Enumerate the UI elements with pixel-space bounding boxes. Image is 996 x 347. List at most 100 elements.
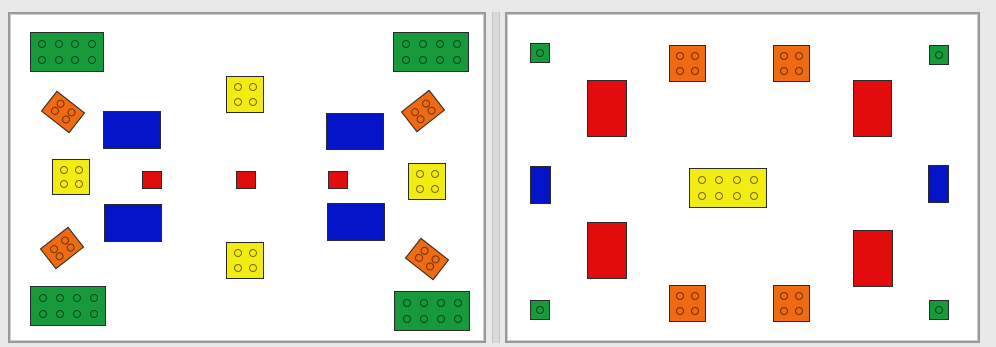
- brick-stud: [431, 185, 439, 193]
- brick-stud: [780, 307, 788, 315]
- yellow-brick: [52, 159, 90, 195]
- left-brick-panel: [8, 12, 486, 343]
- brick-stud: [234, 264, 242, 272]
- right-brick-panel: [505, 12, 980, 343]
- brick-stud: [750, 192, 758, 200]
- orange-brick: [405, 238, 449, 281]
- red-brick: [142, 171, 162, 189]
- orange-brick: [40, 227, 84, 270]
- brick-stud: [780, 52, 788, 60]
- red-brick: [236, 171, 256, 189]
- brick-stud: [73, 294, 81, 302]
- brick-stud: [73, 310, 81, 318]
- brick-stud: [38, 56, 46, 64]
- brick-stud: [403, 315, 411, 323]
- green-brick: [30, 286, 106, 326]
- brick-stud: [234, 249, 242, 257]
- brick-stud: [715, 192, 723, 200]
- brick-stud: [431, 170, 439, 178]
- brick-stud: [453, 40, 461, 48]
- brick-stud: [416, 185, 424, 193]
- green-brick: [929, 45, 949, 65]
- brick-stud: [454, 299, 462, 307]
- brick-stud: [90, 310, 98, 318]
- brick-stud: [676, 67, 684, 75]
- brick-stud: [75, 166, 83, 174]
- yellow-brick: [408, 163, 446, 200]
- red-brick: [853, 230, 893, 287]
- red-brick: [853, 80, 892, 137]
- brick-stud: [419, 56, 427, 64]
- brick-stud: [60, 166, 68, 174]
- brick-stud: [750, 176, 758, 184]
- brick-stud: [437, 299, 445, 307]
- blue-brick: [103, 111, 161, 149]
- brick-stud: [691, 67, 699, 75]
- brick-stud: [403, 299, 411, 307]
- brick-stud: [676, 307, 684, 315]
- brick-stud: [935, 306, 943, 314]
- panel-separator: [492, 12, 500, 343]
- brick-stud: [795, 52, 803, 60]
- blue-brick: [530, 166, 551, 204]
- brick-stud: [55, 40, 63, 48]
- brick-stud: [780, 292, 788, 300]
- brick-stud: [249, 249, 257, 257]
- brick-stud: [795, 67, 803, 75]
- brick-stud: [698, 192, 706, 200]
- green-brick: [530, 43, 550, 63]
- brick-stud: [536, 49, 544, 57]
- yellow-brick: [226, 76, 264, 113]
- brick-stud: [733, 192, 741, 200]
- blue-brick: [104, 204, 162, 242]
- brick-stud: [234, 98, 242, 106]
- red-brick: [328, 171, 348, 189]
- brick-stud: [795, 292, 803, 300]
- brick-stud: [437, 315, 445, 323]
- yellow-brick: [689, 168, 767, 208]
- brick-stud: [698, 176, 706, 184]
- brick-stud: [795, 307, 803, 315]
- yellow-brick: [226, 242, 264, 279]
- brick-stud: [38, 40, 46, 48]
- brick-stud: [234, 83, 242, 91]
- brick-stud: [71, 40, 79, 48]
- green-brick: [394, 291, 470, 331]
- brick-stud: [56, 310, 64, 318]
- brick-stud: [536, 306, 544, 314]
- brick-stud: [60, 180, 68, 188]
- brick-stud: [75, 180, 83, 188]
- brick-stud: [249, 98, 257, 106]
- brick-stud: [249, 264, 257, 272]
- brick-stud: [453, 56, 461, 64]
- brick-stud: [436, 40, 444, 48]
- brick-stud: [733, 176, 741, 184]
- brick-stud: [419, 40, 427, 48]
- orange-brick: [669, 45, 706, 82]
- brick-stud: [420, 299, 428, 307]
- brick-stud: [416, 170, 424, 178]
- orange-brick: [669, 285, 706, 322]
- brick-stud: [715, 176, 723, 184]
- brick-stud: [935, 51, 943, 59]
- blue-brick: [327, 203, 385, 241]
- green-brick: [30, 32, 104, 72]
- orange-brick: [401, 90, 445, 133]
- green-brick: [530, 300, 550, 320]
- brick-stud: [691, 307, 699, 315]
- brick-stud: [691, 52, 699, 60]
- orange-brick: [773, 45, 810, 82]
- brick-stud: [90, 294, 98, 302]
- brick-stud: [454, 315, 462, 323]
- brick-stud: [249, 83, 257, 91]
- orange-brick: [41, 91, 85, 134]
- brick-stud: [39, 310, 47, 318]
- brick-stud: [676, 292, 684, 300]
- red-brick: [587, 222, 627, 279]
- brick-stud: [691, 292, 699, 300]
- brick-stud: [402, 56, 410, 64]
- orange-brick: [773, 285, 810, 322]
- blue-brick: [928, 165, 949, 203]
- brick-stud: [676, 52, 684, 60]
- brick-stud: [56, 294, 64, 302]
